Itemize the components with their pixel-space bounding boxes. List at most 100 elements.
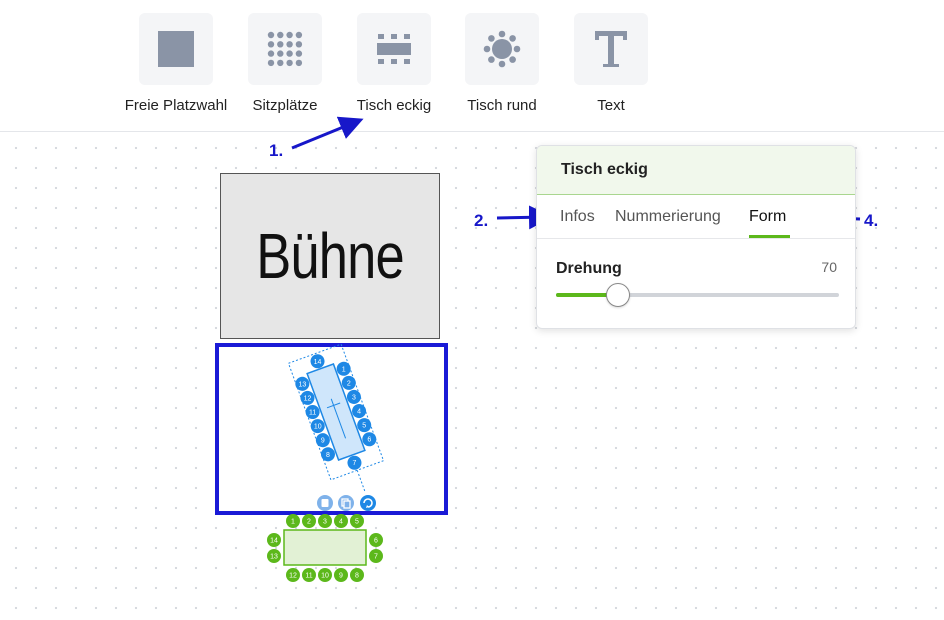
- tool-label: Sitzplätze: [252, 97, 318, 114]
- seat-number: 10: [321, 573, 329, 580]
- seat-number: 14: [270, 538, 278, 545]
- seat[interactable]: 10: [318, 568, 332, 582]
- seat-number: 3: [323, 519, 327, 526]
- seat-grid-icon: [267, 31, 303, 67]
- tool-label: Freie Platzwahl: [124, 97, 228, 114]
- seat-number: 2: [347, 380, 351, 387]
- seat-number: 13: [270, 554, 278, 561]
- seat[interactable]: 3: [318, 514, 332, 528]
- seat[interactable]: 11: [304, 403, 322, 421]
- tab-form[interactable]: Form: [749, 208, 787, 225]
- seat[interactable]: 11: [302, 568, 316, 582]
- stage-label: Bühne: [256, 220, 404, 292]
- tab-nummerierung[interactable]: Nummerierung: [615, 208, 721, 225]
- text-icon: [595, 31, 627, 67]
- seat[interactable]: 12: [286, 568, 300, 582]
- seat[interactable]: 7: [369, 549, 383, 563]
- seat[interactable]: 3: [345, 388, 363, 406]
- tool-label: Tisch eckig: [356, 97, 432, 114]
- seat[interactable]: 4: [334, 514, 348, 528]
- rotation-label: Drehung: [556, 260, 622, 277]
- copy-icon[interactable]: [338, 495, 354, 511]
- seat[interactable]: 8: [350, 568, 364, 582]
- round-table-icon: [483, 30, 521, 68]
- seat-number: 6: [374, 538, 378, 545]
- seat[interactable]: 14: [267, 533, 281, 547]
- seat[interactable]: 1: [286, 514, 300, 528]
- seat[interactable]: 7: [345, 454, 363, 472]
- element-toolbar: Freie Platzwahl Sitzplätze Tisch eckig: [0, 0, 944, 132]
- active-tab-indicator: [749, 235, 790, 238]
- seat[interactable]: 12: [298, 389, 316, 407]
- seat-number: 14: [314, 359, 322, 366]
- seat[interactable]: 13: [267, 549, 281, 563]
- seat[interactable]: 9: [334, 568, 348, 582]
- tab-infos[interactable]: Infos: [560, 208, 595, 225]
- seat-number: 1: [342, 366, 346, 373]
- seat-number: 12: [289, 573, 297, 580]
- rotation-value: 70: [821, 259, 837, 275]
- rotation-slider[interactable]: [556, 293, 839, 297]
- rotation-slider-thumb[interactable]: [606, 283, 631, 307]
- tool-sitzplaetze-box[interactable]: [248, 13, 322, 85]
- seat-number: 1: [291, 519, 295, 526]
- tool-label: Tisch rund: [467, 97, 537, 114]
- annotation-label-2: 2.: [474, 211, 489, 230]
- seat[interactable]: 14: [309, 352, 327, 370]
- trash-icon[interactable]: [317, 495, 333, 511]
- properties-panel: Tisch eckig Infos Nummerierung Form Dreh…: [536, 145, 856, 329]
- seat-number: 9: [321, 438, 325, 445]
- seat-number: 8: [326, 452, 330, 459]
- rotate-icon[interactable]: [360, 495, 376, 511]
- square-icon: [158, 31, 194, 67]
- tool-tisch-rund-box[interactable]: [465, 13, 539, 85]
- seat-number: 9: [339, 573, 343, 580]
- tool-tisch-eckig-box[interactable]: [357, 13, 431, 85]
- annotation-arrow-1: [291, 116, 364, 150]
- table-center-mark: [326, 402, 341, 409]
- seating-canvas[interactable]: [0, 132, 944, 620]
- seat-number: 7: [353, 460, 357, 467]
- tool-text[interactable]: Text: [556, 13, 666, 114]
- seat-number: 3: [352, 394, 356, 401]
- seat-number: 4: [339, 519, 343, 526]
- seat[interactable]: 6: [369, 533, 383, 547]
- seat-number: 12: [304, 395, 312, 402]
- panel-tabs: Infos Nummerierung Form: [537, 195, 855, 239]
- seat[interactable]: 13: [293, 375, 311, 393]
- panel-title: Tisch eckig: [537, 146, 855, 195]
- seat[interactable]: 9: [314, 431, 332, 449]
- seat-number: 6: [367, 437, 371, 444]
- annotation-label-1: 1.: [269, 141, 284, 160]
- annotation-label-4: 4.: [864, 211, 879, 230]
- seat[interactable]: 1: [335, 360, 353, 378]
- tool-tisch-rund[interactable]: Tisch rund: [447, 13, 557, 114]
- seat-number: 5: [362, 423, 366, 430]
- seat[interactable]: 5: [350, 514, 364, 528]
- green-table-top[interactable]: [283, 529, 367, 566]
- tool-tisch-eckig[interactable]: Tisch eckig: [339, 13, 449, 114]
- seat[interactable]: 2: [302, 514, 316, 528]
- tool-sitzplaetze[interactable]: Sitzplätze: [230, 13, 340, 114]
- seat-number: 2: [307, 519, 311, 526]
- seat-number: 11: [309, 410, 316, 417]
- tool-text-box[interactable]: [574, 13, 648, 85]
- seat-number: 5: [355, 519, 359, 526]
- seat[interactable]: 2: [340, 374, 358, 392]
- seat-number: 11: [305, 573, 312, 580]
- stage-element[interactable]: Bühne: [220, 173, 440, 339]
- seat-number: 4: [357, 409, 361, 416]
- tool-freie-platzwahl-box[interactable]: [139, 13, 213, 85]
- seat[interactable]: 6: [360, 430, 378, 448]
- seat[interactable]: 5: [355, 416, 373, 434]
- seat-number: 7: [374, 554, 378, 561]
- seat[interactable]: 4: [350, 402, 368, 420]
- rotation-slider-fill: [556, 293, 619, 297]
- seat[interactable]: 10: [309, 417, 327, 435]
- rectangular-table-icon: [377, 34, 411, 64]
- tool-freie-platzwahl[interactable]: Freie Platzwahl: [121, 13, 231, 114]
- seat[interactable]: 8: [319, 445, 337, 463]
- seat-number: 8: [355, 573, 359, 580]
